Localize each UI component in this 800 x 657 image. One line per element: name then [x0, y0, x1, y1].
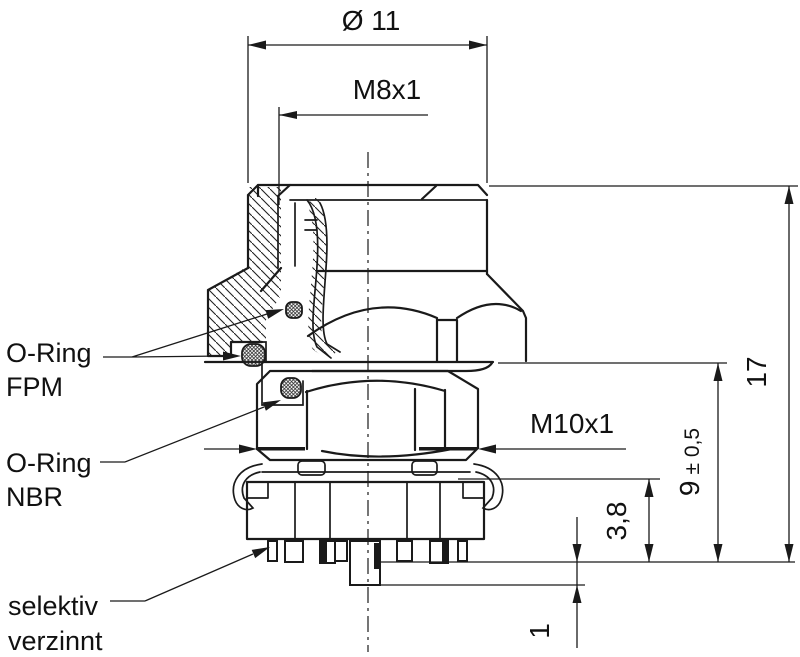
- tinned-label-line1: selektiv: [8, 591, 99, 621]
- dimension-height-9: 9± 0,5: [498, 362, 727, 562]
- spring-clip-left: [232, 463, 263, 511]
- contact-block: [232, 460, 504, 541]
- dimension-height-3-8: 3,8: [458, 478, 660, 562]
- lower-hex-nut: [255, 369, 480, 462]
- dimension-thread-m10: M10x1: [204, 408, 626, 454]
- callout-oring-nbr: O-Ring NBR: [6, 400, 281, 512]
- dimension-thread-m8: M8x1: [278, 74, 428, 205]
- oring-nbr-label-line2: NBR: [6, 482, 63, 512]
- callout-oring-fpm: O-Ring FPM: [6, 309, 284, 402]
- tinned-label-line2: verzinnt: [8, 626, 103, 656]
- solder-pins: [267, 540, 468, 586]
- oring-nbr: [280, 377, 302, 399]
- dim-thread-bottom-label: M10x1: [530, 408, 614, 439]
- dim-thread-top-label: M8x1: [353, 74, 421, 105]
- callout-selective-tinned: selektiv verzinnt: [8, 547, 270, 656]
- oring-fpm-upper: [285, 301, 303, 319]
- oring-nbr-label-line1: O-Ring: [6, 448, 92, 478]
- o-rings: [241, 301, 303, 399]
- upper-body-outline: [246, 183, 489, 359]
- oring-fpm-label-line1: O-Ring: [6, 338, 92, 368]
- upper-hex-nut: [203, 266, 528, 406]
- oring-fpm-lower: [241, 343, 266, 367]
- spring-clip-right: [473, 463, 504, 511]
- dim-height-block-label: 3,8: [601, 502, 632, 541]
- dim-height-body-label: 9± 0,5: [674, 428, 705, 496]
- oring-fpm-label-line2: FPM: [6, 372, 63, 402]
- dimension-pin-step-1: 1: [380, 517, 795, 648]
- dim-diameter-label: Ø 11: [342, 5, 401, 36]
- dim-pin-step-label: 1: [524, 623, 555, 639]
- dim-height-total-label: 17: [741, 356, 772, 387]
- dimension-height-17: 17: [489, 185, 798, 562]
- dimension-diameter-11: Ø 11: [247, 5, 488, 183]
